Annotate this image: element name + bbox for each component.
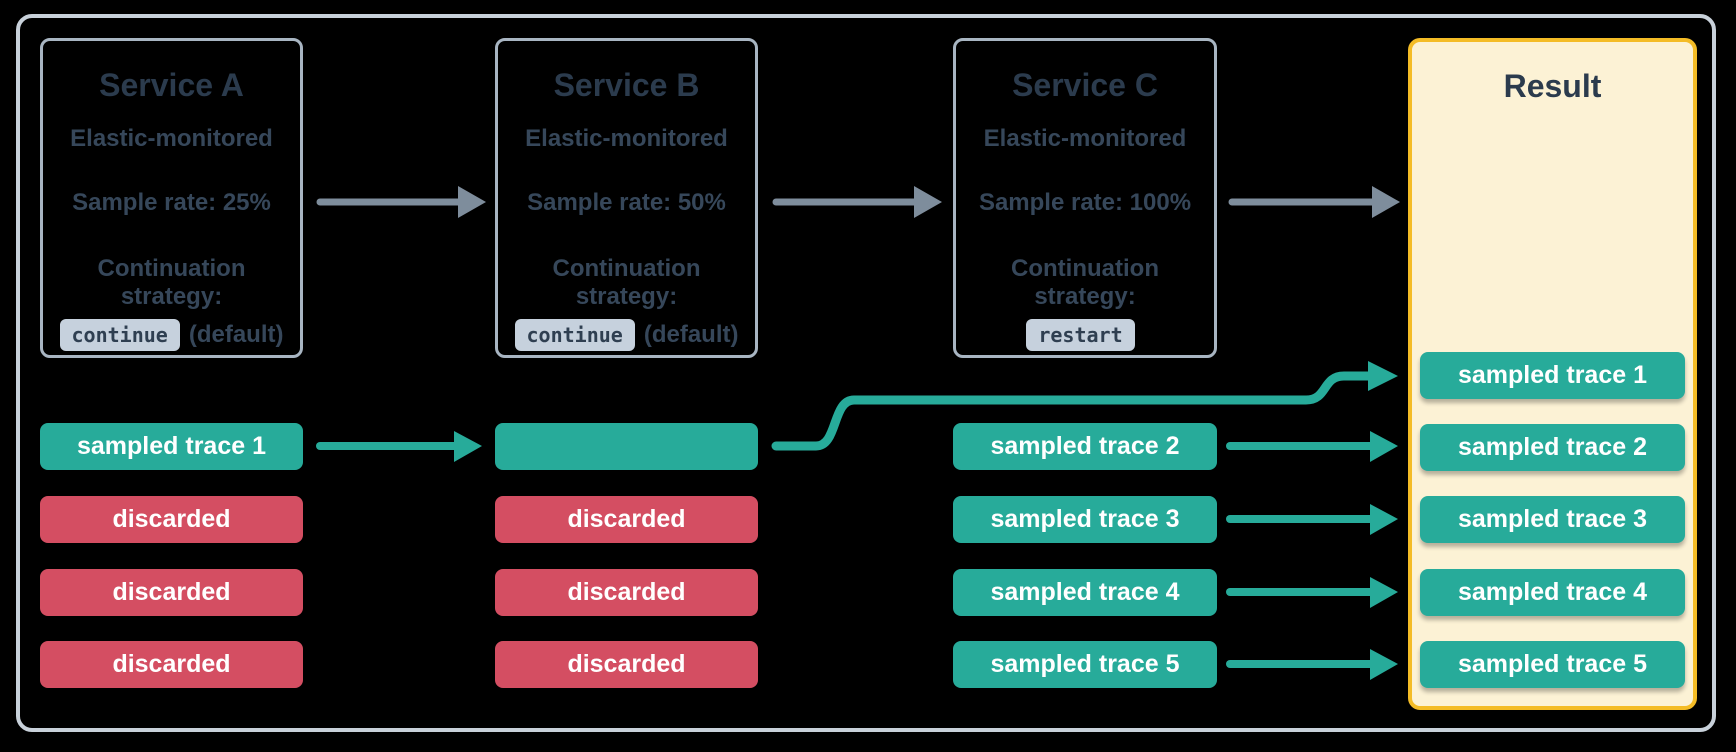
service-c-strategy-row: restart (1026, 319, 1143, 351)
trace-chip-c-sampled-trace-3: sampled trace 3 (953, 496, 1217, 543)
trace-chip-a-sampled-trace-1: sampled trace 1 (40, 423, 303, 470)
service-a-subtitle: Elastic-monitored (70, 125, 273, 152)
result-chip-sampled-trace-3: sampled trace 3 (1420, 496, 1685, 543)
result-chip-sampled-trace-2: sampled trace 2 (1420, 424, 1685, 471)
service-c-title: Service C (1012, 67, 1158, 103)
trace-chip-b-discarded-3: discarded (495, 641, 758, 688)
trace-chip-b-discarded-2: discarded (495, 569, 758, 616)
service-a-box: Service A Elastic-monitored Sample rate:… (40, 38, 303, 358)
result-chip-sampled-trace-1: sampled trace 1 (1420, 352, 1685, 399)
service-b-strategy-label: Continuation strategy: (552, 255, 701, 310)
service-b-subtitle: Elastic-monitored (525, 125, 728, 152)
trace-chip-b-discarded-1: discarded (495, 496, 758, 543)
trace-chip-b-sampled-unlabeled (495, 423, 758, 470)
trace-chip-a-discarded-3: discarded (40, 641, 303, 688)
diagram-outer-frame (16, 14, 1716, 732)
service-c-strategy-label: Continuation strategy: (1011, 255, 1159, 310)
service-a-title: Service A (99, 67, 244, 103)
service-c-strategy-value-chip: restart (1026, 319, 1135, 351)
service-a-sample-rate: Sample rate: 25% (72, 189, 271, 216)
service-c-subtitle: Elastic-monitored (983, 125, 1187, 152)
service-b-title: Service B (553, 67, 700, 103)
service-a-strategy-label: Continuation strategy: (97, 255, 246, 310)
result-title: Result (1503, 68, 1602, 104)
service-a-strategy-note: (default) (188, 321, 284, 348)
service-b-strategy-row: continue (default) (514, 319, 739, 351)
trace-chip-c-sampled-trace-4: sampled trace 4 (953, 569, 1217, 616)
service-b-sample-rate: Sample rate: 50% (527, 189, 726, 216)
service-b-strategy-value-chip: continue (514, 319, 635, 351)
trace-chip-a-discarded-1: discarded (40, 496, 303, 543)
service-b-box: Service B Elastic-monitored Sample rate:… (495, 38, 758, 358)
service-a-strategy-value-chip: continue (59, 319, 180, 351)
result-chip-sampled-trace-5: sampled trace 5 (1420, 641, 1685, 688)
service-c-sample-rate: Sample rate: 100% (978, 189, 1192, 216)
service-b-strategy-note: (default) (643, 321, 739, 348)
trace-chip-c-sampled-trace-5: sampled trace 5 (953, 641, 1217, 688)
trace-chip-a-discarded-2: discarded (40, 569, 303, 616)
service-a-strategy-row: continue (default) (59, 319, 284, 351)
trace-chip-c-sampled-trace-2: sampled trace 2 (953, 423, 1217, 470)
service-c-box: Service C Elastic-monitored Sample rate:… (953, 38, 1217, 358)
result-chip-sampled-trace-4: sampled trace 4 (1420, 569, 1685, 616)
